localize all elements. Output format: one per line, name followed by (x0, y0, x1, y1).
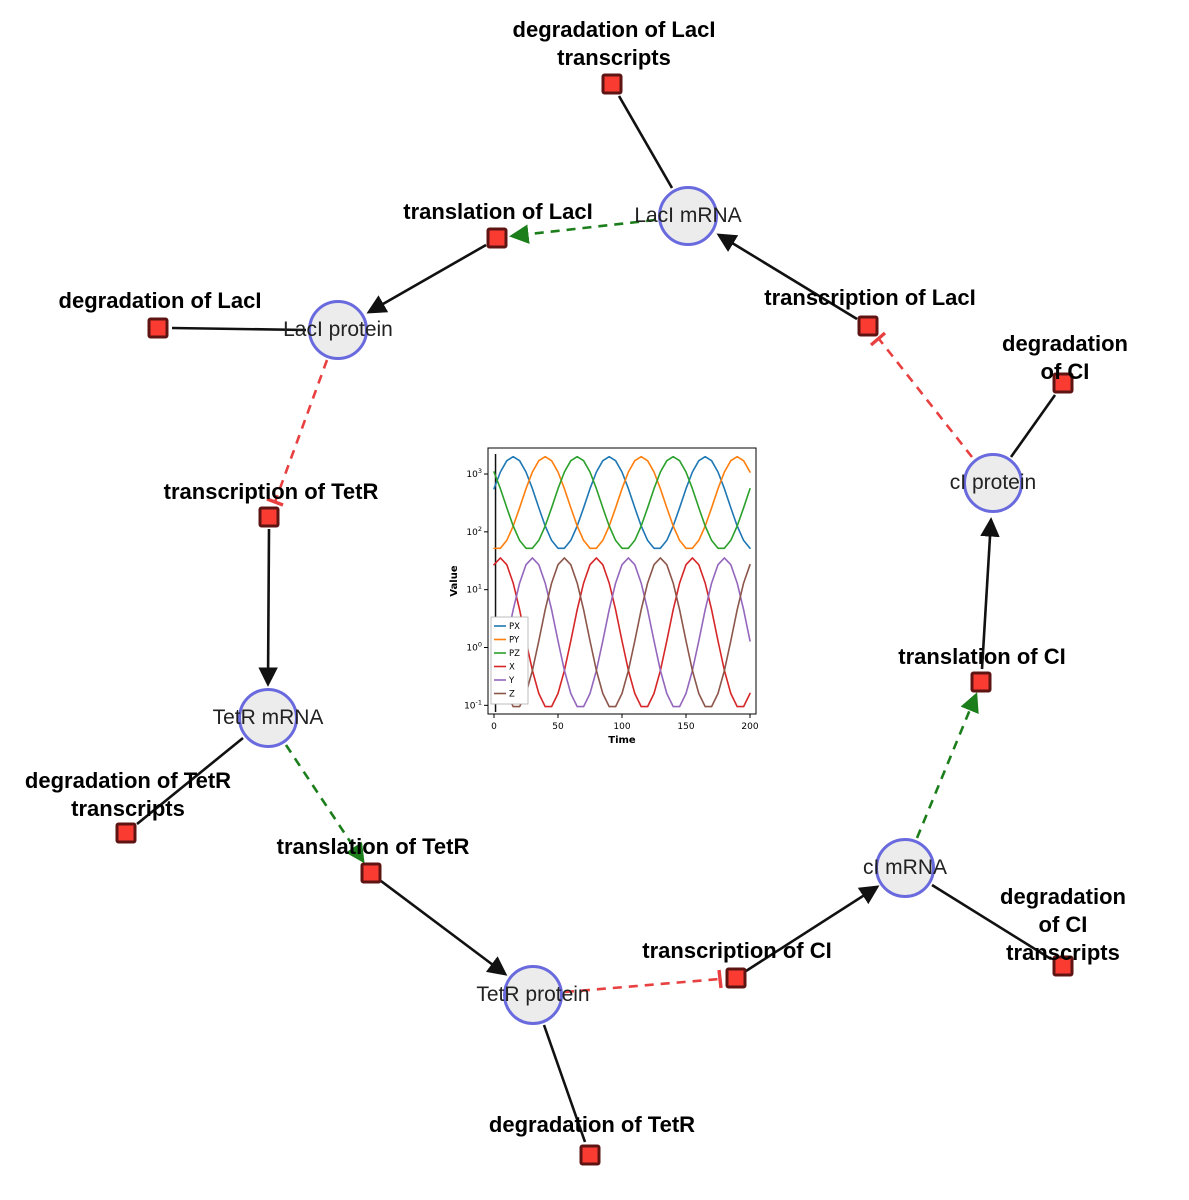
reaction-node-deg-laci-transcripts[interactable] (601, 73, 623, 95)
legend-label-Y: Y (508, 676, 515, 686)
edge-ciprotein-transcriptionlaci (877, 338, 974, 458)
edge-tetrmrna-translationtetr (284, 744, 365, 864)
edge-lacimrna-translationlaci (509, 218, 656, 244)
species-circle-tetr-protein[interactable] (503, 965, 563, 1025)
reaction-label-deg-ci: degradation of CI (1002, 330, 1128, 384)
legend-label-PZ: PZ (509, 649, 520, 659)
edge-translationlaci-laciprotein (366, 243, 487, 314)
reaction-node-deg-tetr[interactable] (579, 1144, 601, 1166)
series-line-X (493, 557, 751, 708)
edge-laciprotein-deglaci (171, 326, 307, 332)
reaction-label-deg-laci-transcripts: degradation of LacI transcripts (512, 16, 716, 70)
legend-label-Z: Z (509, 690, 515, 700)
edge-tetrprotein-degtetr (542, 1024, 587, 1143)
series-line-PX (493, 455, 751, 550)
reaction-label-deg-laci: degradation of LacI (58, 287, 262, 313)
edge-cimrna-translationci (915, 692, 979, 839)
series-line-PY (493, 455, 751, 550)
reaction-label-translation-tetr: translation of TetR (276, 833, 470, 859)
reaction-node-translation-ci[interactable] (970, 671, 992, 693)
tbar-transcriptiontetr (266, 497, 284, 507)
reaction-label-deg-tetr-transcripts: degradation of TetR transcripts (24, 767, 232, 821)
species-label-tetr-protein: TetR protein (476, 983, 590, 1006)
x-tick-label: 50 (552, 722, 564, 732)
consumption-edges (136, 95, 1057, 1143)
reaction-node-translation-laci[interactable] (486, 227, 508, 249)
edge-cimrna-degcitranscripts (931, 883, 1052, 961)
series-line-PZ (493, 455, 751, 550)
x-tick-label: 100 (613, 722, 630, 732)
edge-tetrprotein-transcriptionci (564, 977, 721, 994)
x-axis-label: Time (608, 735, 636, 746)
species-circle-laci-protein[interactable] (308, 300, 368, 360)
reaction-node-transcription-ci[interactable] (725, 967, 747, 989)
edge-translationtetr-tetrprotein (380, 879, 508, 976)
inhibition-edges (266, 331, 974, 994)
species-label-ci-protein: cI protein (949, 471, 1037, 494)
edge-transcriptionci-cimrna (745, 885, 880, 973)
x-tick-label: 0 (491, 722, 497, 732)
reaction-node-deg-tetr-transcripts[interactable] (115, 822, 137, 844)
species-label-laci-mrna: LacI mRNA (634, 204, 742, 227)
reaction-node-transcription-laci[interactable] (857, 315, 879, 337)
species-circle-ci-protein[interactable] (963, 453, 1023, 513)
reaction-label-deg-ci-transcripts: degradation of CI transcripts (1000, 883, 1126, 966)
series-line-Y (493, 557, 751, 708)
reaction-node-deg-ci-transcripts[interactable] (1052, 955, 1074, 977)
species-label-ci-mrna: cI mRNA (863, 856, 947, 879)
y-tick-label: 103 (466, 467, 482, 480)
y-axis-label: Value (449, 565, 460, 596)
y-tick-label: 100 (466, 641, 482, 654)
legend-label-PY: PY (509, 636, 520, 646)
y-tick-label: 101 (466, 583, 482, 596)
reaction-node-deg-ci[interactable] (1052, 372, 1074, 394)
edge-transcriptiontetr-tetrmrna (258, 528, 278, 687)
species-label-tetr-mrna: TetR mRNA (212, 706, 324, 729)
reaction-label-transcription-laci: transcription of LacI (764, 284, 976, 310)
reaction-label-translation-laci: translation of LacI (403, 198, 593, 224)
species-circle-laci-mrna[interactable] (658, 186, 718, 246)
reaction-node-translation-tetr[interactable] (360, 862, 382, 884)
edge-transcriptionlaci-lacimrna (716, 233, 858, 321)
tbar-transcriptionlaci (869, 331, 887, 347)
reaction-label-transcription-tetr: transcription of TetR (163, 478, 379, 504)
legend-label-X: X (509, 663, 515, 673)
species-circle-ci-mrna[interactable] (875, 838, 935, 898)
species-circle-tetr-mrna[interactable] (238, 688, 298, 748)
x-tick-label: 150 (677, 722, 694, 732)
tbar-transcriptionci (717, 969, 723, 989)
reaction-node-transcription-tetr[interactable] (258, 506, 280, 528)
edge-translationci-ciprotein (980, 517, 1000, 670)
species-label-laci-protein: LacI protein (283, 318, 393, 341)
series-line-Z (493, 557, 751, 708)
legend-box (490, 616, 529, 705)
edge-tetrmrna-degtetrtranscripts (136, 736, 244, 826)
modifier-edges (284, 218, 979, 864)
reaction-label-transcription-ci: transcription of CI (642, 937, 832, 963)
reaction-label-translation-ci: translation of CI (898, 643, 1066, 669)
edge-lacimrna-deglacitranscripts (617, 95, 674, 189)
edge-ciprotein-degci (1009, 394, 1057, 458)
production-edges (258, 233, 1000, 976)
reaction-label-deg-tetr: degradation of TetR (488, 1111, 696, 1137)
reaction-node-deg-laci[interactable] (147, 317, 169, 339)
x-tick-label: 200 (741, 722, 758, 732)
y-tick-label: 10-1 (464, 698, 482, 711)
legend-label-PX: PX (509, 622, 520, 632)
y-tick-label: 102 (466, 525, 482, 538)
